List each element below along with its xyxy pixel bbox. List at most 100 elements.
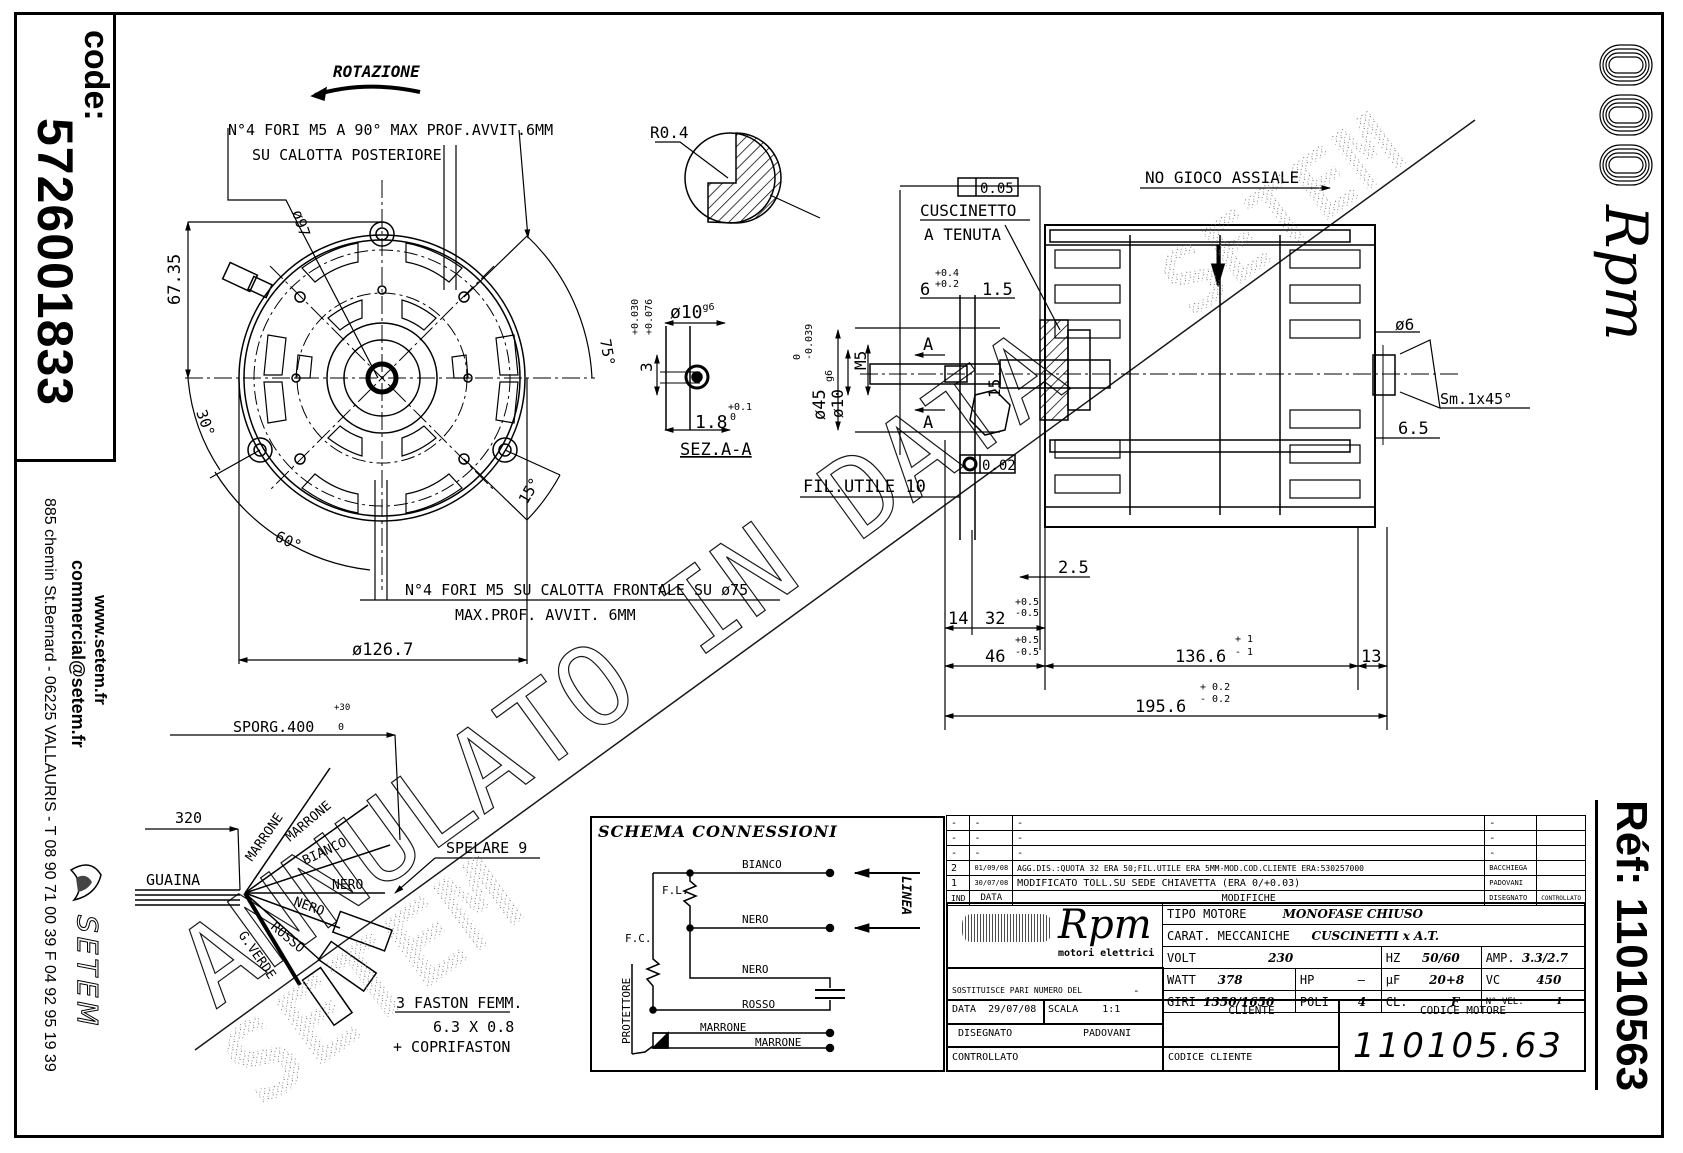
- hp-value: —: [1357, 972, 1365, 987]
- hz-value: 50/60: [1421, 950, 1460, 965]
- title-logo-area: Rpm motori elettrici: [948, 902, 1163, 967]
- dim-136-6-tol-low: - 1: [1235, 647, 1253, 658]
- dim-6-tol-up: +0.4: [935, 268, 959, 279]
- guaina-label: GUAINA: [146, 871, 200, 889]
- schema-marrone-1: MARRONE: [700, 1021, 746, 1034]
- vc-value: 450: [1536, 972, 1562, 987]
- bearing-label-2: A TENUTA: [924, 225, 1001, 244]
- dim-195-6: 195.6: [1135, 697, 1186, 717]
- no-axial-play: NO GIOCO ASSIALE: [1145, 168, 1299, 187]
- dia-6: ø6: [1395, 315, 1414, 334]
- dia-45-tol-low: -0.039: [804, 324, 815, 360]
- angle-60: 60°: [272, 527, 304, 555]
- dia-97-label: ø97: [288, 208, 313, 239]
- divider: [948, 1023, 1163, 1025]
- divider: [1164, 999, 1586, 1001]
- sez-dia10: ø10g6: [670, 302, 715, 323]
- sez-tol-1-8-low: 0: [730, 412, 736, 423]
- dim-46: 46: [985, 647, 1005, 667]
- setem-logo-icon: [66, 860, 106, 910]
- schema-marrone-2: MARRONE: [755, 1036, 801, 1049]
- dim-67-35: 67.35: [165, 254, 185, 305]
- side-view-labels: 0.05 CUSCINETTO A TENUTA NO GIOCO ASSIAL…: [792, 168, 1512, 717]
- rotation-arrow-icon: [314, 84, 421, 97]
- scale-field: SCALA 1:1: [1048, 1004, 1121, 1015]
- angle-30: 30°: [192, 407, 218, 439]
- schema-bianco: BIANCO: [742, 858, 782, 871]
- sez-dim-1-8: 1.8: [695, 412, 728, 433]
- sez-tol-upper: +0.030: [630, 299, 641, 335]
- dim-6-tol-low: +0.2: [935, 279, 959, 290]
- schema-nero-1: NERO: [742, 913, 769, 926]
- amp-value: 3.3/2.7: [1521, 950, 1568, 965]
- dia-45-tol-up: 0: [792, 354, 803, 360]
- dim-32-tol-up: +0.5: [1015, 597, 1039, 608]
- dim-14: 14: [948, 609, 968, 629]
- date-field: DATA 29/07/08: [952, 1004, 1037, 1015]
- hz-label: HZ: [1385, 950, 1401, 965]
- front-view: [185, 84, 780, 664]
- volt-value: 230: [1268, 950, 1294, 965]
- dim-32: 32: [985, 609, 1005, 629]
- dim-195-6-tol-up: + 0.2: [1200, 682, 1230, 693]
- front-holes-note-1: N°4 FORI M5 SU CALOTTA FRONTALE SU ø75: [405, 581, 748, 599]
- schema-linea: LINEA: [898, 876, 913, 915]
- divider: [948, 1046, 1163, 1048]
- schema-fc: F.C.: [625, 932, 652, 945]
- sporg-label: SPORG.400: [233, 718, 314, 736]
- thread-length: FIL.UTILE 10: [803, 477, 926, 497]
- tipo-motore-value: MONOFASE CHIUSO: [1282, 906, 1423, 921]
- dim-195-6-tol-low: - 0.2: [1200, 694, 1230, 705]
- faston-line-3: + COPRIFASTON: [393, 1038, 510, 1056]
- schema-wiring: [631, 868, 920, 1055]
- dia-10-side-tol: g6: [824, 370, 835, 382]
- dim-6: 6: [920, 280, 930, 300]
- chamfer: Sm.1x45°: [1440, 390, 1512, 408]
- dim-1-5: 1.5: [982, 280, 1013, 300]
- detail-r04: [655, 132, 821, 224]
- dim-15: 15: [985, 379, 1004, 398]
- carat-label: CARAT. MECCANICHE: [1167, 928, 1290, 943]
- watt-label: WATT: [1167, 972, 1196, 987]
- rpm-coils-icon: [1598, 40, 1654, 200]
- motor-code-label: CODICE MOTORE: [1419, 1004, 1507, 1017]
- dim-136-6: 136.6: [1175, 647, 1226, 667]
- schema-title: SCHEMA CONNESSIONI: [598, 822, 838, 841]
- drawing-frame: [14, 12, 1664, 1138]
- client-code-label: CODICE CLIENTE: [1168, 1052, 1253, 1063]
- revision-row: ----: [945, 815, 1586, 831]
- sporg-tol-low: 0: [338, 722, 344, 733]
- poli-value: 4: [1357, 994, 1367, 1009]
- sporg-tol: +30: [334, 703, 350, 713]
- giri-value: 1350/1650: [1203, 994, 1275, 1009]
- divider: [1164, 1046, 1339, 1048]
- rear-holes-note-2: SU CALOTTA POSTERIORE: [252, 146, 442, 164]
- title-logo-sub: motori elettrici: [1058, 948, 1155, 959]
- front-holes-note-2: MAX.PROF. AVVIT. 6MM: [455, 606, 636, 624]
- title-block: Rpm motori elettrici TIPO MOTORE MONOFAS…: [946, 902, 1587, 1072]
- section-a-top: A: [923, 335, 933, 355]
- divider: [1043, 1001, 1045, 1023]
- schema-fl: F.L.: [662, 884, 689, 897]
- angle-75: 75°: [596, 338, 618, 368]
- tipo-motore-label: TIPO MOTORE: [1167, 906, 1247, 921]
- watermark-setem-2: SETEM: [1141, 94, 1422, 338]
- divider: [948, 967, 1163, 969]
- cl-label: CL.: [1385, 994, 1408, 1009]
- dia-126-7: ø126.7: [352, 640, 413, 660]
- scale-value: 1:1: [1102, 1004, 1121, 1015]
- divider: [1338, 999, 1340, 1072]
- sez-tol-1-8-up: +0.1: [728, 402, 752, 413]
- flatness-value: 0.05: [980, 181, 1014, 197]
- sez-label: SEZ.A-A: [680, 440, 752, 460]
- wire-nero-1: NERO: [332, 878, 363, 893]
- volt-label: VOLT: [1167, 950, 1196, 965]
- rotation-label: ROTAZIONE: [333, 62, 420, 81]
- schema-nero-2: NERO: [742, 963, 769, 976]
- dim-2-5: 2.5: [1058, 558, 1089, 578]
- drawn-by-label: DISEGNATO: [958, 1028, 1013, 1039]
- dim-13: 13: [1361, 647, 1381, 667]
